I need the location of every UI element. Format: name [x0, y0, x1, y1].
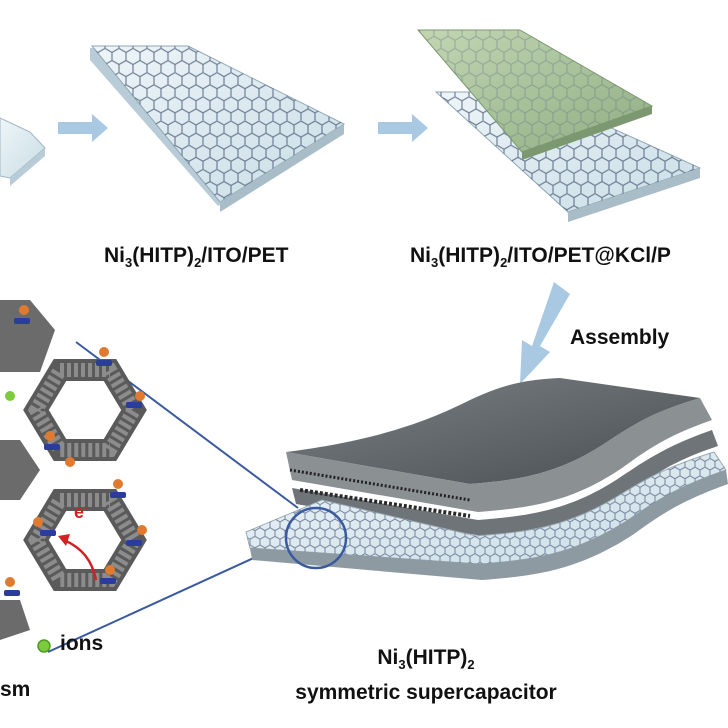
zoom-circle — [284, 506, 348, 570]
electron-label: e- — [74, 500, 89, 522]
film-with-gel-electrolyte — [416, 29, 702, 222]
ions-legend-label: ions — [60, 632, 104, 655]
framework-structure — [0, 300, 147, 640]
device-label: Ni3(HITP)2 symmetric supercapacitor — [246, 644, 606, 707]
bare-substrate — [0, 117, 46, 186]
ion-dot — [5, 391, 15, 401]
device-subtitle: symmetric supercapacitor — [295, 681, 557, 705]
assembly-arrow — [520, 282, 570, 384]
ions-legend-dot — [37, 639, 51, 653]
assembly-label: Assembly — [570, 326, 670, 349]
supercapacitor-device — [245, 378, 728, 580]
step-arrow-2 — [378, 114, 428, 142]
step-arrow-1 — [58, 114, 108, 142]
mechanism-caption-fragment: sm — [0, 678, 31, 701]
film-electrode — [90, 45, 346, 212]
electron-arrowhead — [58, 534, 70, 546]
film-electrode-label: Ni3(HITP)2/ITO/PET — [104, 244, 289, 271]
electron-path-arrow — [63, 538, 98, 581]
callout-line-bottom — [47, 544, 283, 653]
film-gel-label: Ni3(HITP)2/ITO/PET@KCl/P — [410, 244, 671, 271]
